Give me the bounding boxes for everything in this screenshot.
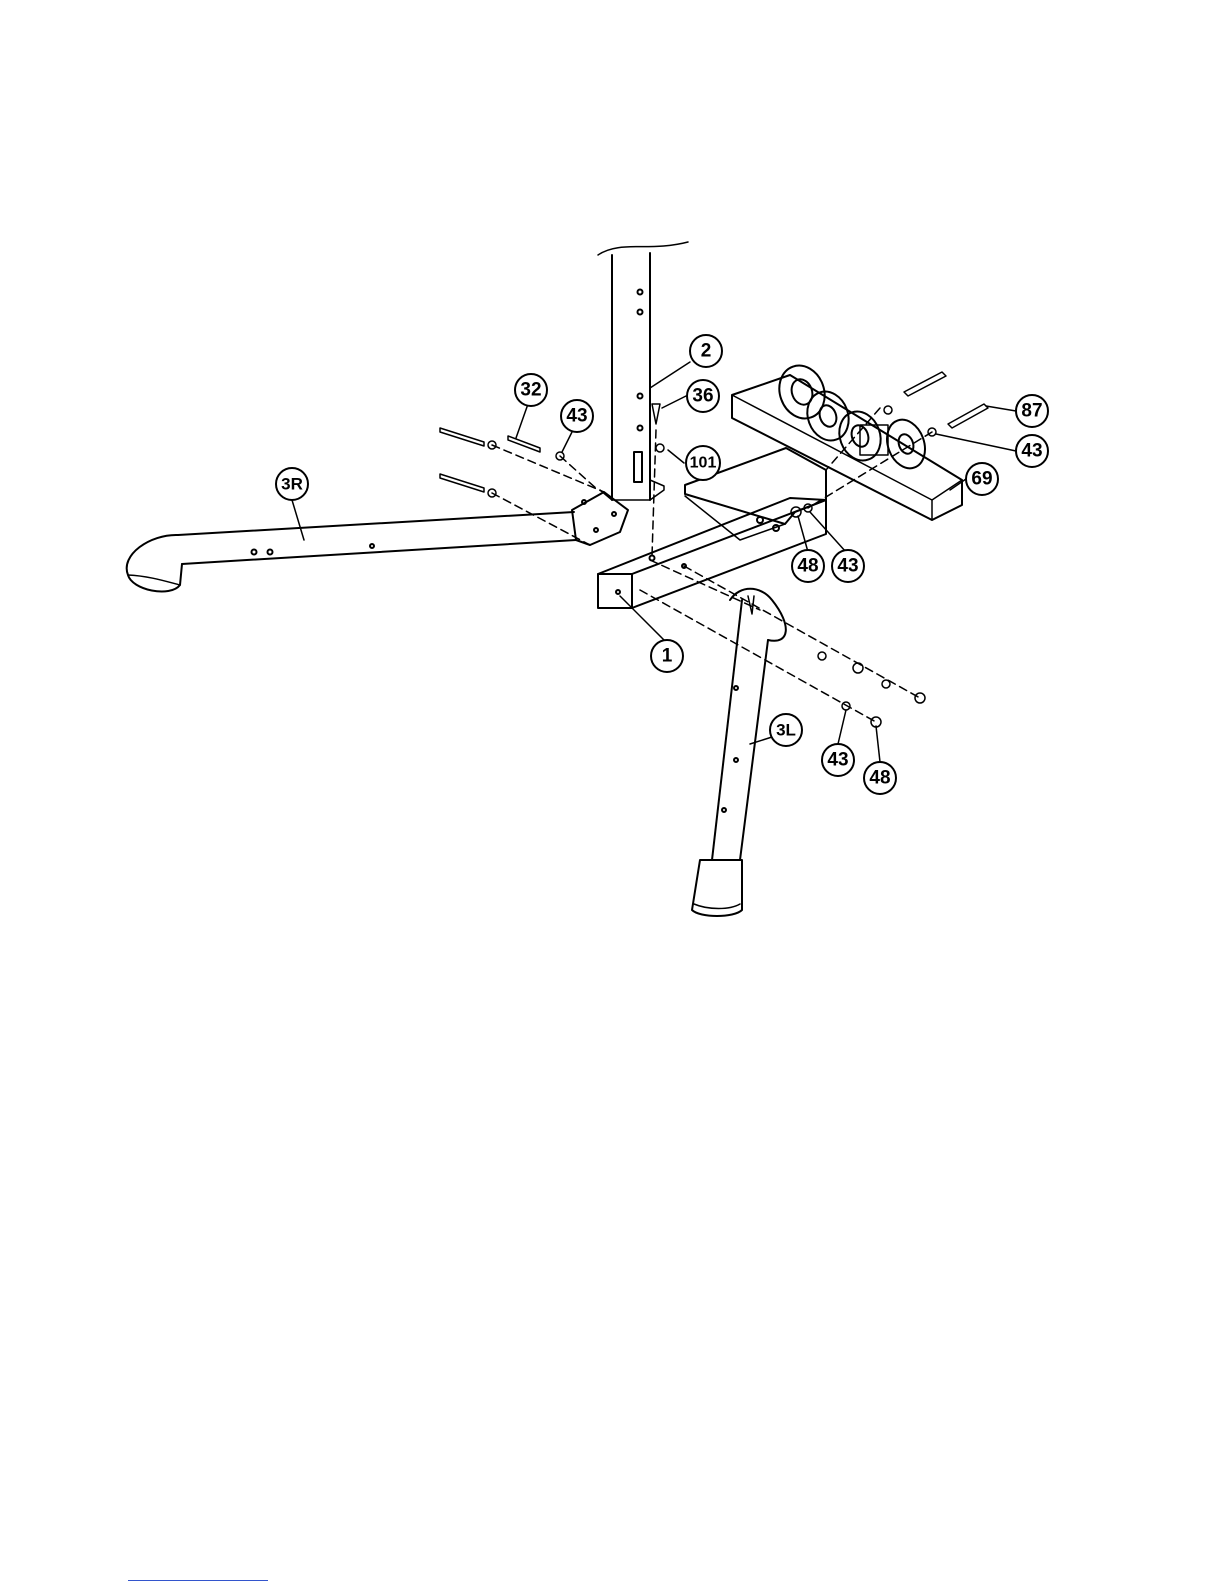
pulley-bracket <box>732 375 962 520</box>
callout-43-mid: 43 <box>832 550 864 582</box>
callout-label: 43 <box>837 556 858 577</box>
callout-1: 1 <box>651 640 683 672</box>
callout-label: 43 <box>1021 441 1042 462</box>
callout-label: 43 <box>566 406 587 427</box>
callout-2: 2 <box>690 335 722 367</box>
callout-label: 48 <box>869 768 890 789</box>
callout-label: 1 <box>662 646 673 667</box>
callout-32: 32 <box>515 374 547 406</box>
callout-label: 87 <box>1021 401 1042 422</box>
callout-43-bottom: 43 <box>822 744 854 776</box>
callout-36: 36 <box>687 380 719 412</box>
upright-post <box>598 242 688 500</box>
callout-48-mid: 48 <box>792 550 824 582</box>
pulleys <box>772 359 931 474</box>
callout-43-top: 43 <box>561 400 593 432</box>
callout-87: 87 <box>1016 395 1048 427</box>
callout-69: 69 <box>966 463 998 495</box>
callout-label: 101 <box>690 455 717 472</box>
footnote-separator <box>128 1580 268 1581</box>
callout-3r: 3R <box>276 468 308 500</box>
callout-43-right: 43 <box>1016 435 1048 467</box>
callout-label: 43 <box>827 750 848 771</box>
callout-label: 3R <box>281 475 303 494</box>
callout-label: 2 <box>701 341 712 362</box>
callout-label: 48 <box>797 556 818 577</box>
callout-label: 32 <box>520 380 541 401</box>
callout-3l: 3L <box>770 714 802 746</box>
leg-3l <box>692 589 786 916</box>
callout-48-bottom: 48 <box>864 762 896 794</box>
callout-label: 69 <box>971 469 992 490</box>
leg-3r <box>127 512 576 592</box>
callout-label: 36 <box>692 386 713 407</box>
callout-101: 101 <box>686 446 720 480</box>
callout-label: 3L <box>776 721 796 740</box>
